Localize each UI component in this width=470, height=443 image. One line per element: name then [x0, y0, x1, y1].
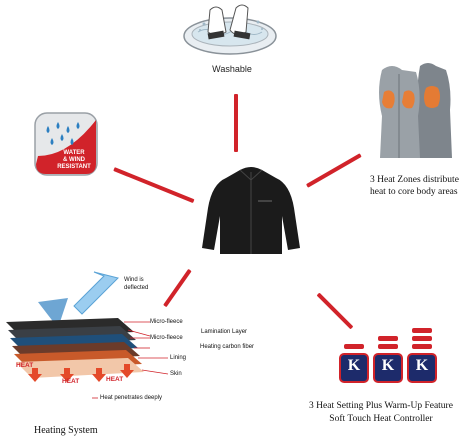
controller-line-1: 3 Heat Setting Plus Warm-Up Feature [309, 401, 453, 411]
wind-label: Wind is deflected [124, 276, 148, 292]
heating-system-title: Heating System [34, 425, 98, 436]
layer-label-micro-fleece-outer: Micro-fleece [150, 319, 183, 325]
heat-zones-line-2: heat to core body areas [370, 187, 458, 197]
water-wind-badge: WATER & WIND RESISTANT [34, 112, 98, 176]
washing-bowl-icon [183, 4, 277, 55]
heat-penetrates-label: Heat penetrates deeply [100, 395, 163, 401]
heat-zones-line-1: 3 Heat Zones distribute [370, 175, 459, 185]
controller-line-2: Soft Touch Heat Controller [329, 414, 433, 424]
washable-label: Washable [212, 64, 252, 74]
connector-top-left [113, 167, 195, 204]
layer-label-lining: Lining [170, 355, 187, 361]
heating-system-diagram: Wind is deflected Micro-fleece Laminatio… [2, 264, 254, 404]
layer-label-lamination: Lamination Layer [201, 329, 248, 335]
jacket-icon [202, 167, 300, 254]
washable-illustration [178, 2, 282, 60]
fabric-layers-icon [6, 271, 169, 399]
layer-label-micro-fleece-inner: Micro-fleece [150, 335, 183, 341]
vest-icon [379, 63, 452, 158]
heated-jacket-image [200, 164, 302, 258]
layer-label-heating-fiber: Heating carbon fiber [200, 344, 255, 350]
connector-top-right [306, 153, 362, 188]
controller-caption: 3 Heat Setting Plus Warm-Up Feature Soft… [296, 400, 466, 426]
controller-button-medium: K [381, 357, 395, 374]
controller-levels-icon [339, 328, 437, 383]
heat-label-2: HEAT [62, 378, 80, 385]
badge-line-3: RESISTANT [57, 164, 91, 170]
heated-vest-illustration [368, 58, 466, 162]
heat-label-3: HEAT [106, 376, 124, 383]
badge-line-1: WATER [63, 150, 85, 156]
wind-line-2: deflected [124, 285, 149, 291]
wind-line-1: Wind is [124, 277, 144, 283]
heat-label-1: HEAT [16, 362, 34, 369]
connector-top [234, 94, 238, 152]
heat-zones-caption: 3 Heat Zones distribute heat to core bod… [370, 174, 470, 198]
badge-line-2: & WIND [63, 157, 85, 163]
controller-button-low: K [347, 357, 361, 374]
water-drop-shield-icon [34, 112, 98, 176]
controller-button-high: K [415, 357, 429, 374]
heat-controller-buttons: K K K [334, 322, 444, 392]
layer-label-skin: Skin [170, 371, 182, 377]
